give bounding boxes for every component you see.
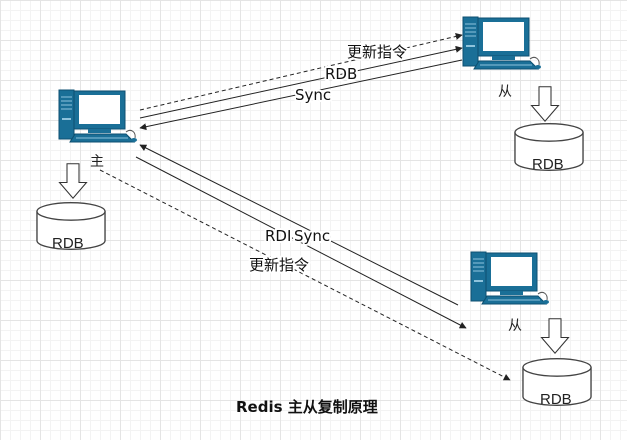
computer-icon bbox=[462, 16, 542, 70]
edge-master-slave1-rdb bbox=[139, 45, 463, 119]
slave2-node: 从 RDB bbox=[470, 251, 592, 408]
label-rdb-2: RDI bbox=[265, 227, 291, 245]
master-label: 主 bbox=[90, 154, 104, 170]
down-arrow-icon bbox=[530, 85, 560, 123]
label-sync-2: Sync bbox=[294, 227, 330, 245]
label-sync-1: Sync bbox=[295, 86, 331, 104]
slave1-db-label: RDB bbox=[532, 156, 564, 173]
slave1-label: 从 bbox=[498, 84, 512, 100]
label-update-cmd-1: 更新指令 bbox=[347, 43, 407, 61]
master-node: 主 RDB bbox=[36, 89, 138, 252]
slave2-db-label: RDB bbox=[540, 391, 572, 408]
computer-icon bbox=[58, 89, 138, 143]
diagram-caption: Redis 主从复制原理 bbox=[236, 398, 378, 416]
edge-master-slave2-update bbox=[99, 169, 511, 381]
master-db-label: RDB bbox=[52, 235, 84, 252]
label-rdb-1: RDB bbox=[325, 65, 357, 83]
slave2-label: 从 bbox=[508, 318, 522, 334]
edge-slave2-master-sync bbox=[139, 144, 459, 306]
label-update-cmd-2: 更新指令 bbox=[249, 256, 309, 274]
edge-master-slave1-update bbox=[139, 33, 463, 111]
edge-master-slave2-rdb bbox=[135, 156, 467, 329]
computer-icon bbox=[470, 251, 550, 305]
edge-slave1-master-sync bbox=[139, 59, 463, 131]
down-arrow-icon bbox=[58, 162, 88, 200]
slave1-node: 从 RDB bbox=[462, 16, 584, 173]
down-arrow-icon bbox=[540, 317, 570, 355]
